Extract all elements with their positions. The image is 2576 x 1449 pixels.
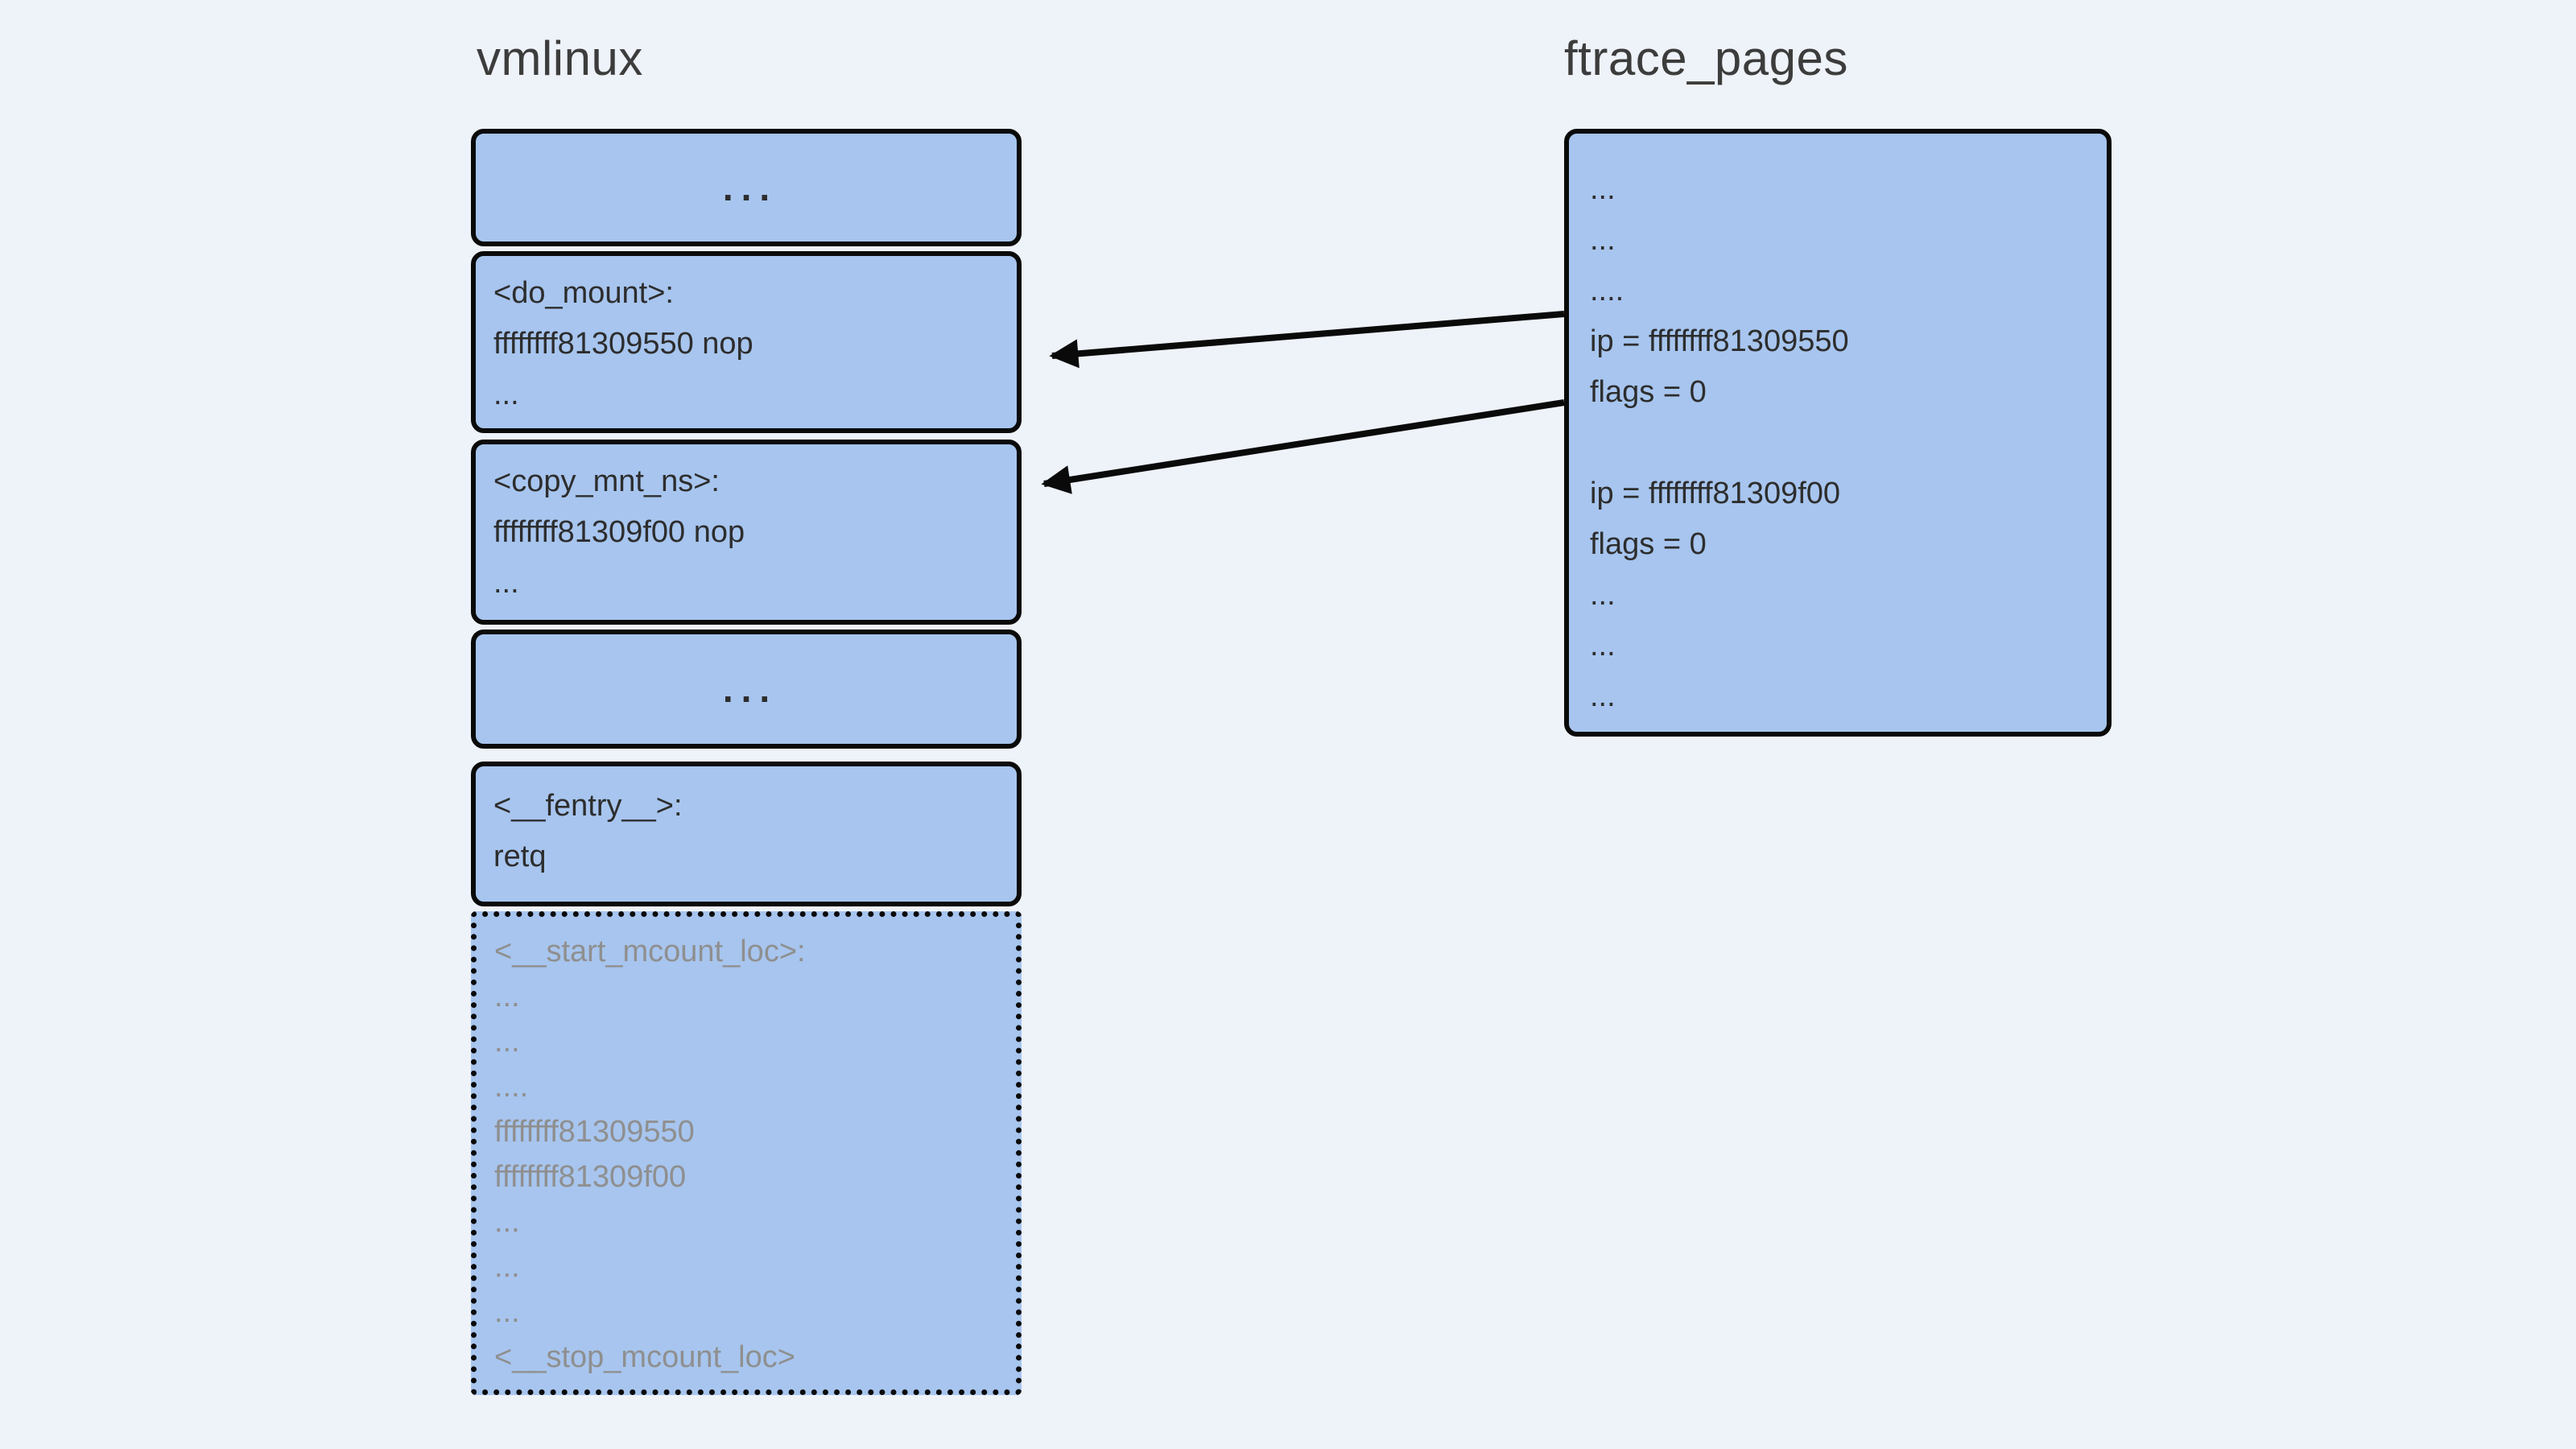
arrow-ip-81309550-to-do-mount — [1049, 311, 1565, 369]
box-line: ... — [493, 566, 519, 600]
box-line: retq — [493, 840, 547, 873]
box-line: flags = 0 — [1590, 527, 1707, 561]
box-line: <__fentry__>: — [493, 789, 683, 823]
box-line: ... — [1590, 679, 1616, 713]
box-line: ffffffff81309550 — [494, 1114, 695, 1149]
box-line: ip = ffffffff81309550 — [1590, 324, 1849, 358]
memory-box-do-mount: <do_mount>: ffffffff81309550 nop... — [471, 251, 1022, 433]
box-line: ffffffff81309f00 — [494, 1159, 687, 1194]
ftrace-pages-box: .......... ip = ffffffff81309550 flags = 0… — [1564, 129, 2112, 737]
box-line: ... — [494, 1204, 520, 1239]
box-line: flags = 0 — [1590, 375, 1707, 409]
ftrace-pages-title: ftrace_pages — [1564, 31, 1848, 85]
box-line: .... — [1590, 274, 1624, 308]
box-line: ... — [494, 1294, 520, 1329]
box-line: <__start_mcount_loc>: — [494, 934, 806, 968]
box-line: ... — [722, 167, 778, 208]
box-line: ... — [722, 668, 778, 710]
box-line: .... — [494, 1069, 529, 1104]
box-line: ... — [1590, 172, 1616, 206]
box-line: <do_mount>: — [493, 276, 674, 310]
memory-box-copy-mnt-ns: <copy_mnt_ns>: ffffffff81309f00 nop... — [471, 440, 1022, 625]
vmlinux-title: vmlinux — [477, 31, 643, 85]
box-line — [1590, 418, 2099, 469]
box-line: ... — [1590, 578, 1616, 612]
box-line: ip = ffffffff81309f00 — [1590, 477, 1841, 510]
memory-box-fentry: <__fentry__>:retq — [471, 762, 1022, 906]
box-line: ... — [494, 979, 520, 1013]
box-line: ffffffff81309f00 nop — [493, 515, 745, 549]
box-line: <__stop_mcount_loc> — [494, 1340, 795, 1374]
box-line: ... — [493, 378, 519, 411]
box-line: ... — [1590, 629, 1616, 663]
box-line: ... — [494, 1249, 520, 1284]
box-line: ffffffff81309550 nop — [493, 327, 753, 361]
box-line: ... — [1590, 223, 1616, 257]
memory-box-ellipsis-top: ... — [471, 129, 1022, 246]
box-line: <copy_mnt_ns>: — [493, 464, 720, 498]
arrow-ip-81309f00-to-copy-mnt-ns — [1041, 399, 1565, 494]
box-line: ... — [494, 1024, 520, 1059]
memory-box-ellipsis-middle: ... — [471, 630, 1022, 749]
memory-box-mcount-loc-section: <__start_mcount_loc>:.......... ffffffff8… — [471, 911, 1022, 1395]
